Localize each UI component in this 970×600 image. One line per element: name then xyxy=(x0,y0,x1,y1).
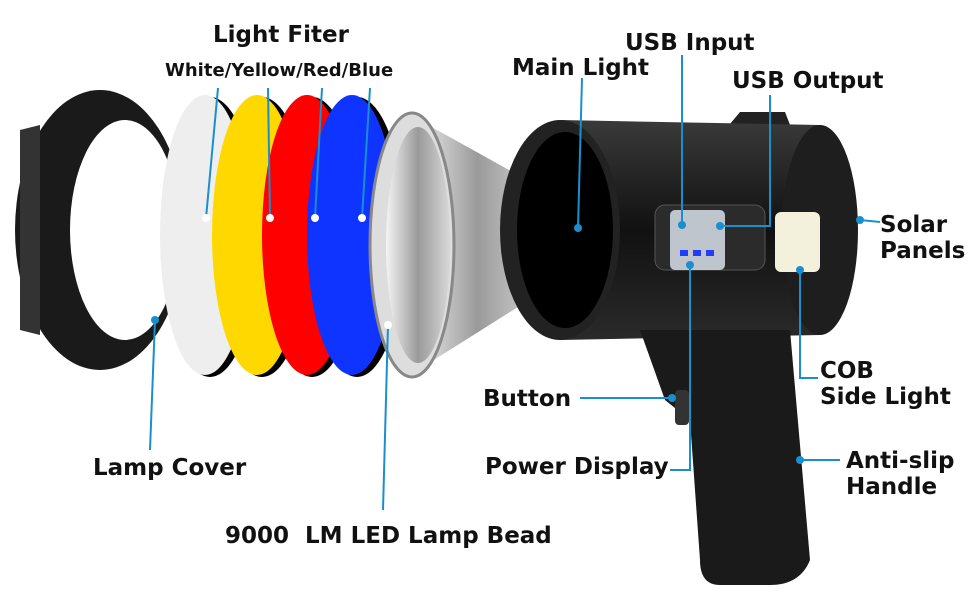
leader-dots xyxy=(151,214,864,464)
label-anti-slip-line2: Handle xyxy=(846,474,938,500)
label-cob-line1: COB xyxy=(820,358,874,384)
label-lamp-bead: 9000 LM LED Lamp Bead xyxy=(225,523,552,549)
label-button: Button xyxy=(483,386,572,412)
leader-lines xyxy=(149,55,881,511)
label-cob-line2: Side Light xyxy=(820,384,951,410)
label-main-light: Main Light xyxy=(512,55,650,81)
flashlight-body xyxy=(500,112,858,585)
label-solar-line1: Solar xyxy=(880,212,948,238)
label-anti-slip-line1: Anti-slip xyxy=(846,448,955,474)
label-power-display: Power Display xyxy=(485,454,669,480)
reflector xyxy=(368,111,545,379)
label-usb-output: USB Output xyxy=(732,68,884,94)
label-solar-line2: Panels xyxy=(880,238,966,264)
label-usb-input: USB Input xyxy=(625,30,755,56)
label-light-filter: Light Fiter xyxy=(213,22,349,48)
label-lamp-cover: Lamp Cover xyxy=(93,455,247,481)
lamp-cover xyxy=(15,90,185,370)
label-filter-colors: White/Yellow/Red/Blue xyxy=(165,60,394,81)
light-filters xyxy=(160,95,405,377)
